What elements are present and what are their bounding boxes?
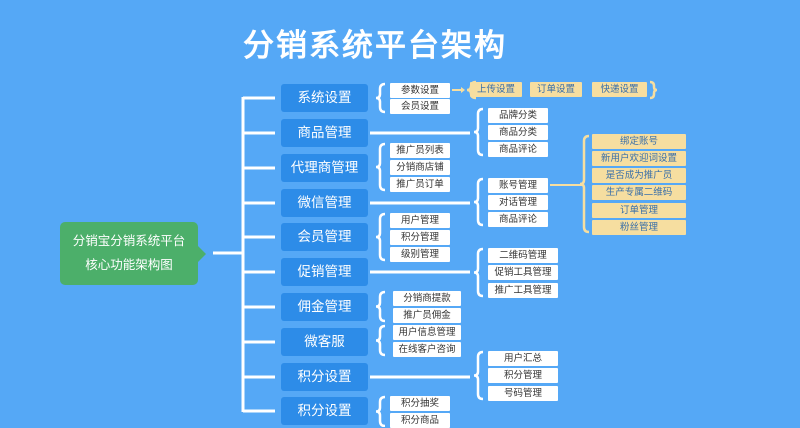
brace	[375, 142, 386, 192]
sub-node[interactable]: 积分抽奖	[390, 395, 450, 411]
brace	[579, 134, 590, 234]
brace	[473, 247, 484, 298]
sub-node[interactable]: 推广员列表	[390, 142, 450, 158]
sub-node[interactable]: 用户管理	[390, 212, 450, 228]
sub-node[interactable]: 级别管理	[390, 246, 450, 262]
sub-node[interactable]: 分销商提款	[393, 290, 461, 306]
sub-node[interactable]: 账号管理	[488, 177, 548, 193]
wechat-feature-node[interactable]: 新用户欢迎词设置	[592, 150, 686, 166]
wechat-feature-node[interactable]: 绑定账号	[592, 133, 686, 149]
wechat-feature-node[interactable]: 是否成为推广员	[592, 167, 686, 183]
sub-node[interactable]: 积分商品	[390, 412, 450, 428]
brace	[375, 324, 386, 357]
sub-node[interactable]: 用户信息管理	[393, 324, 461, 340]
sub-node[interactable]: 用户汇总	[488, 350, 558, 366]
root-title-line2: 核心功能架构图	[85, 257, 173, 272]
branch-node[interactable]: 系统设置	[281, 84, 368, 112]
branch-node[interactable]: 积分设置	[281, 363, 368, 391]
setting-node[interactable]: 订单设置	[530, 81, 582, 97]
branch-node[interactable]: 促销管理	[281, 258, 368, 286]
brace	[473, 177, 484, 227]
sub-node[interactable]: 积分管理	[488, 367, 558, 383]
arrow-icon	[461, 87, 465, 93]
branch-node[interactable]: 佣金管理	[281, 293, 368, 321]
sub-node[interactable]: 品牌分类	[488, 107, 548, 123]
branch-node[interactable]: 微信管理	[281, 189, 368, 217]
sub-node[interactable]: 参数设置	[390, 82, 450, 98]
wechat-feature-node[interactable]: 生产专属二维码	[592, 184, 686, 200]
setting-node[interactable]: 快递设置	[592, 81, 647, 97]
sub-node[interactable]: 二维码管理	[488, 247, 558, 263]
root-node: 分销宝分销系统平台 核心功能架构图	[60, 222, 206, 285]
brace	[649, 80, 658, 100]
branch-node[interactable]: 会员管理	[281, 223, 368, 251]
sub-node[interactable]: 商品评论	[488, 141, 548, 157]
sub-node[interactable]: 积分管理	[390, 229, 450, 245]
sub-node[interactable]: 对话管理	[488, 194, 548, 210]
branch-node[interactable]: 商品管理	[281, 119, 368, 147]
sub-node[interactable]: 促销工具管理	[488, 264, 558, 280]
branch-node[interactable]: 微客服	[281, 328, 368, 356]
sub-node[interactable]: 推广工具管理	[488, 282, 558, 298]
sub-node[interactable]: 推广员订单	[390, 176, 450, 192]
sub-node[interactable]: 商品评论	[488, 211, 548, 227]
sub-node[interactable]: 在线客户咨询	[393, 341, 461, 357]
sub-node[interactable]: 号码管理	[488, 385, 558, 401]
brace	[473, 350, 484, 401]
brace	[375, 395, 386, 427]
sub-node[interactable]: 分销商店铺	[390, 159, 450, 175]
brace	[473, 107, 484, 157]
page-title: 分销系统平台架构	[243, 28, 507, 64]
sub-node[interactable]: 会员设置	[390, 98, 450, 114]
wechat-feature-node[interactable]: 粉丝管理	[592, 219, 686, 235]
branch-node[interactable]: 代理商管理	[281, 154, 368, 182]
sub-node[interactable]: 商品分类	[488, 124, 548, 140]
setting-node[interactable]: 上传设置	[470, 81, 522, 97]
brace	[375, 290, 386, 323]
sub-node[interactable]: 推广员佣金	[393, 307, 461, 323]
wechat-feature-node[interactable]: 订单管理	[592, 202, 686, 218]
brace	[375, 82, 386, 114]
brace	[375, 212, 386, 262]
branch-node[interactable]: 积分设置	[281, 397, 368, 425]
root-title-line1: 分销宝分销系统平台	[72, 233, 186, 248]
